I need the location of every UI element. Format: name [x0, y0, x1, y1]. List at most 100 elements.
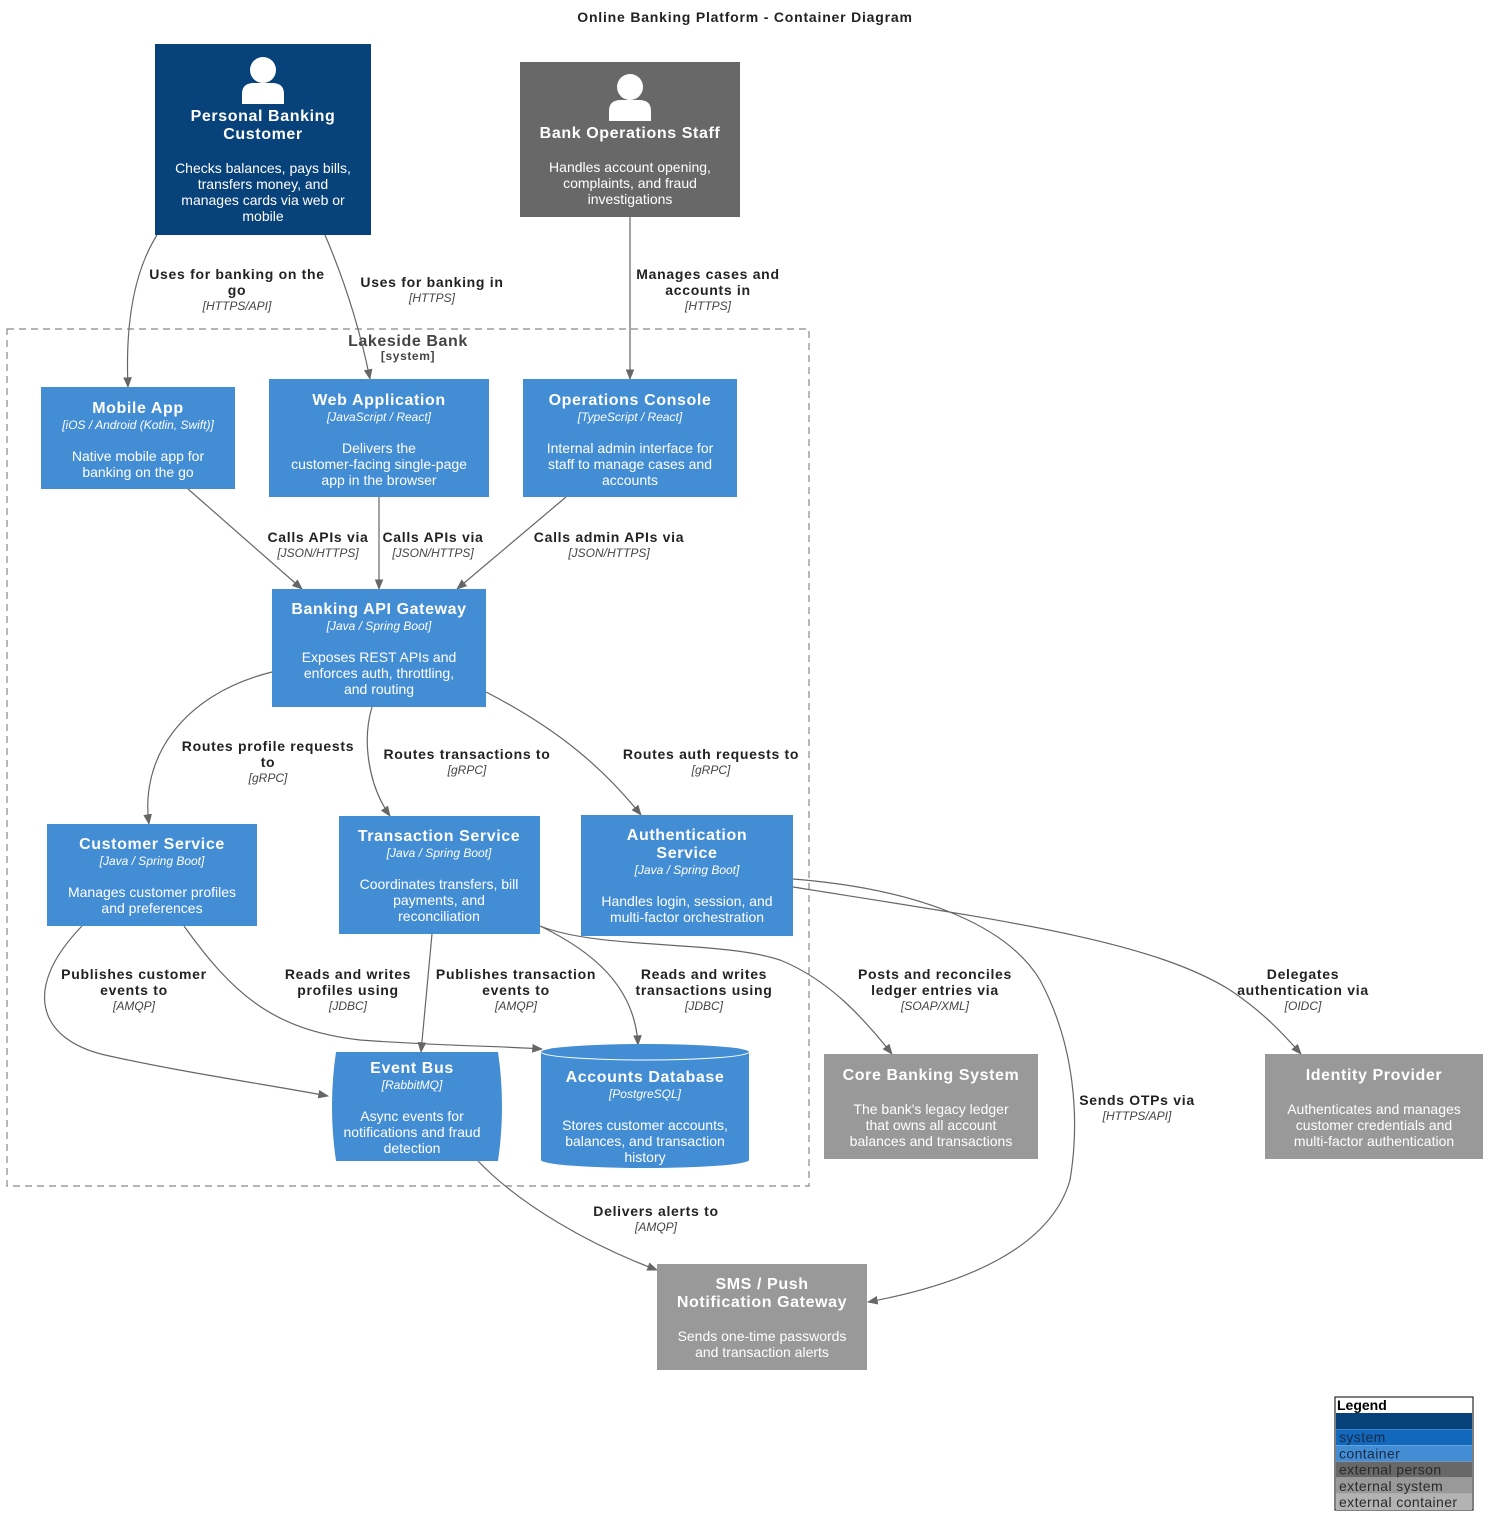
edge-label-text: accounts in [665, 282, 751, 298]
edge-label-technology: [HTTPS] [684, 299, 732, 313]
node-description: and preferences [101, 900, 202, 916]
node-title: SMS / Push [715, 1276, 808, 1293]
edge-label-bus-sms: Delivers alerts to[AMQP] [593, 1203, 718, 1234]
edge-label-text: Calls APIs via [267, 529, 368, 545]
edge-label-text: Sends OTPs via [1079, 1092, 1195, 1108]
edge-label-text: Publishes customer [61, 966, 207, 982]
edge-label-text: events to [482, 982, 550, 998]
edge-cust-web [324, 234, 373, 381]
edge-label-text: Reads and writes [285, 966, 411, 982]
edge-label-web-gw: Calls APIs via[JSON/HTTPS] [382, 529, 483, 560]
node-description: Sends one-time passwords [678, 1328, 847, 1344]
edge-auth-sms [792, 878, 1076, 1305]
edge-label-technology: [HTTPS] [408, 291, 456, 305]
legend-item-label: person [1339, 1413, 1384, 1429]
edge-label-text: to [261, 754, 276, 770]
edge-gw-cust [143, 671, 273, 826]
node-title: Service [656, 845, 717, 862]
node-technology: [Java / Spring Boot] [99, 854, 205, 868]
node-description: enforces auth, throttling, [304, 665, 454, 681]
edge-label-mobile-gw: Calls APIs via[JSON/HTTPS] [267, 529, 368, 560]
edge-label-text: Routes profile requests [182, 738, 354, 754]
relationship-lines [43, 217, 1302, 1305]
edge-ops-gw [456, 496, 567, 590]
edge-label-technology: [JSON/HTTPS] [391, 546, 474, 560]
node-technology: [JavaScript / React] [326, 410, 432, 424]
system-boundary-lakeside-bank: Lakeside Bank [system] [6, 328, 810, 1187]
edge-label-technology: [JSON/HTTPS] [567, 546, 650, 560]
node-title: Authentication [627, 827, 747, 844]
node-description: history [624, 1149, 665, 1165]
edge-label-text: ledger entries via [871, 982, 999, 998]
legend-swatch [1336, 1429, 1472, 1446]
node-title: Transaction Service [358, 828, 521, 845]
container-event-bus[interactable]: Event Bus[RabbitMQ]Async events fornotif… [332, 1052, 502, 1161]
node-technology: [iOS / Android (Kotlin, Swift)] [61, 418, 214, 432]
edge-label-text: authentication via [1237, 982, 1369, 998]
edge-label-text: Calls APIs via [382, 529, 483, 545]
legend-swatch [1336, 1445, 1472, 1462]
container-customer-service[interactable]: Customer Service[Java / Spring Boot]Mana… [47, 824, 257, 926]
node-description: multi-factor orchestration [610, 909, 764, 925]
node-technology: [Java / Spring Boot] [634, 863, 740, 877]
node-title: Customer Service [79, 836, 225, 853]
node-description: complaints, and fraud [563, 175, 697, 191]
legend-item-label: system [1339, 1429, 1386, 1445]
legend-swatch [1336, 1477, 1472, 1494]
edge-label-text: Routes transactions to [383, 746, 550, 762]
legend-item-label: container [1339, 1445, 1400, 1461]
container-web-application[interactable]: Web Application[JavaScript / React]Deliv… [269, 379, 489, 497]
edge-label-technology: [gRPC] [447, 763, 487, 777]
node-description: multi-factor authentication [1294, 1133, 1454, 1149]
diagram-title: Online Banking Platform - Container Diag… [577, 9, 912, 25]
node-description: manages cards via web or [181, 192, 345, 208]
node-title: Customer [223, 126, 302, 143]
node-description: investigations [588, 191, 673, 207]
legend-swatch [1336, 1461, 1472, 1478]
edge-label-technology: [gRPC] [248, 771, 288, 785]
node-description: Exposes REST APIs and [302, 649, 457, 665]
node-description: banking on the go [82, 464, 194, 480]
container-mobile-app[interactable]: Mobile App[iOS / Android (Kotlin, Swift)… [41, 387, 235, 489]
edge-label-technology: [AMQP] [494, 999, 538, 1013]
edge-label-technology: [HTTPS/API] [1102, 1109, 1172, 1123]
legend-swatch [1336, 1413, 1472, 1429]
node-title: Mobile App [92, 400, 184, 417]
node-title: Event Bus [370, 1060, 454, 1077]
node-technology: [Java / Spring Boot] [386, 846, 492, 860]
edge-tx-db [539, 925, 642, 1047]
node-title: Identity Provider [1306, 1067, 1442, 1084]
node-description: Coordinates transfers, bill [360, 876, 519, 892]
node-title: Personal Banking [191, 108, 336, 125]
node-description: accounts [602, 472, 658, 488]
node-title: Accounts Database [566, 1069, 725, 1086]
edge-cust-bus [43, 925, 330, 1099]
edge-label-text: Delegates [1267, 966, 1339, 982]
edge-bus-sms [477, 1160, 659, 1271]
legend-heading: Legend [1337, 1397, 1387, 1413]
node-description: Delivers the [342, 440, 416, 456]
edge-label-gw-tx: Routes transactions to[gRPC] [383, 746, 550, 777]
node-description: balances, and transaction [565, 1133, 725, 1149]
container-accounts-database[interactable]: Accounts Database[PostgreSQL]Stores cust… [540, 1044, 750, 1168]
node-title: Bank Operations Staff [540, 125, 721, 142]
container-banking-api-gateway[interactable]: Banking API Gateway[Java / Spring Boot]E… [272, 589, 486, 707]
container-operations-console[interactable]: Operations Console[TypeScript / React]In… [523, 379, 737, 497]
edge-label-technology: [HTTPS/API] [202, 299, 272, 313]
boundary-type: [system] [381, 349, 435, 363]
edge-label-technology: [JSON/HTTPS] [276, 546, 359, 560]
node-description: The bank's legacy ledger [853, 1101, 1009, 1117]
node-description: mobile [242, 208, 283, 224]
node-description: Native mobile app for [72, 448, 205, 464]
container-transaction-service[interactable]: Transaction Service[Java / Spring Boot] C… [339, 816, 540, 934]
